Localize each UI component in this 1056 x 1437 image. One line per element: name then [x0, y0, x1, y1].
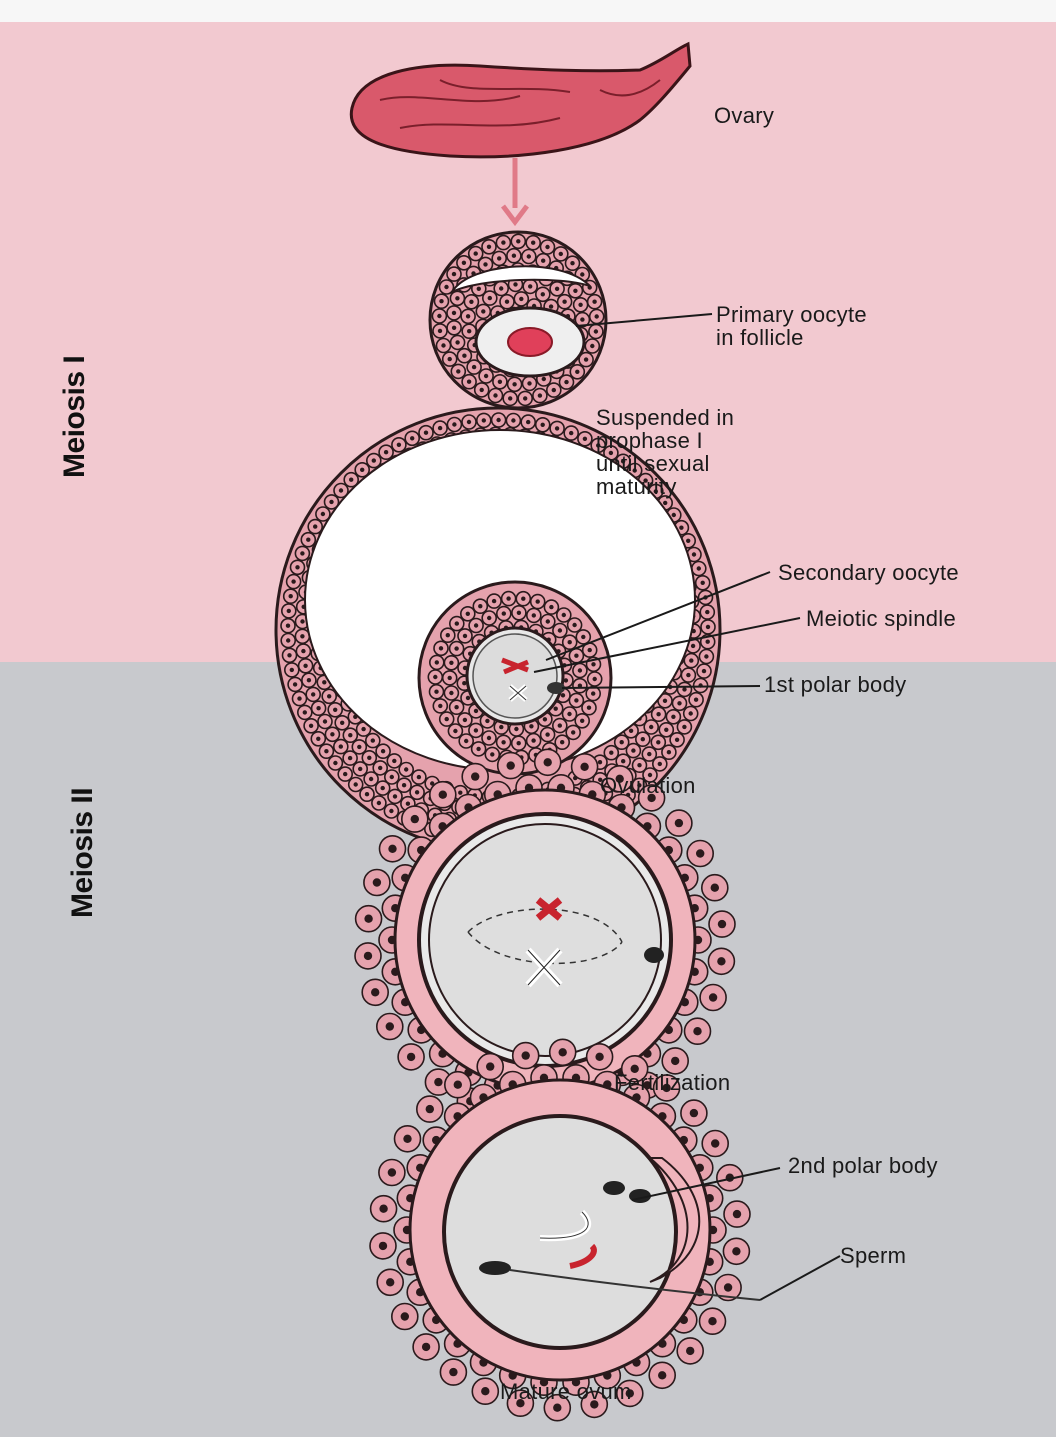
primary-oocyte-label: Primary oocyte in follicle: [716, 303, 867, 349]
primary-follicle: [430, 232, 606, 408]
sperm-label: Sperm: [840, 1244, 906, 1267]
mature-ovum-label: Mature ovum: [500, 1380, 632, 1403]
meiosis-2-label: Meiosis II: [66, 788, 100, 918]
meiosis-1-label: Meiosis I: [58, 356, 92, 478]
suspended-label: Suspended in prophase I until sexual mat…: [596, 406, 734, 498]
second-polar-body-label: 2nd polar body: [788, 1154, 938, 1177]
ovulation-label: Ovulation: [600, 774, 696, 797]
fertilization-label: Fertilization: [614, 1071, 730, 1094]
mature-ovum: [370, 1039, 760, 1420]
secondary-oocyte-label: Secondary oocyte: [778, 561, 959, 584]
first-polar-body-label: 1st polar body: [764, 673, 906, 696]
ovary: [351, 44, 690, 157]
ovary-label: Ovary: [714, 104, 774, 127]
meiotic-spindle-label: Meiotic spindle: [806, 607, 956, 630]
